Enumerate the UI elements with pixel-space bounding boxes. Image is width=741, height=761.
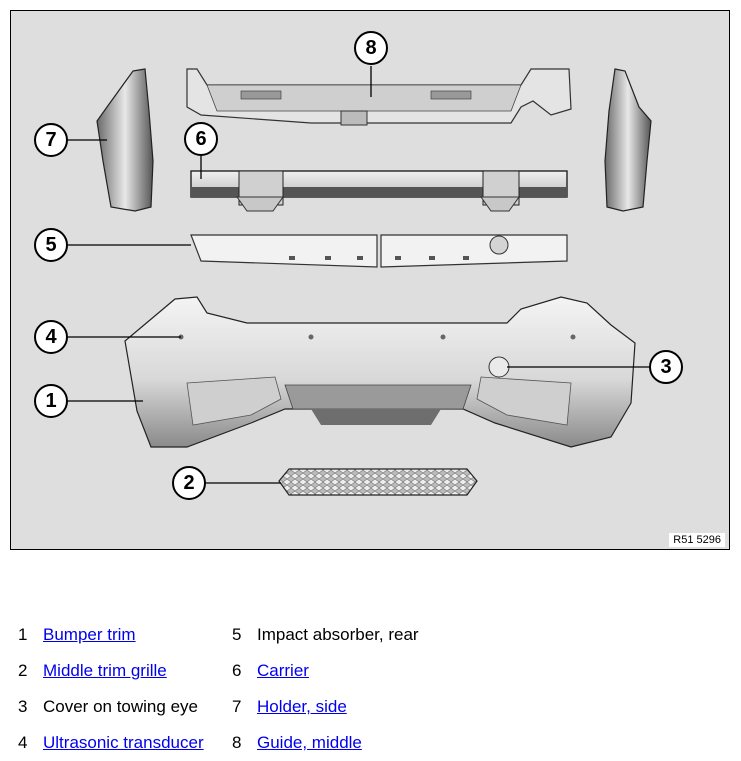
callout-3[interactable]: 3	[649, 350, 683, 384]
callout-4[interactable]: 4	[34, 320, 68, 354]
guide-middle-part	[186, 68, 572, 126]
legend-number: 5	[232, 625, 242, 644]
legend-number: 2	[18, 661, 28, 680]
callout-2[interactable]: 2	[172, 466, 206, 500]
legend-link-middle-trim-grille[interactable]: Middle trim grille	[43, 661, 167, 680]
callout-5[interactable]: 5	[34, 228, 68, 262]
figure-reference-code: R51 5296	[669, 533, 725, 547]
legend-link-guide-middle[interactable]: Guide, middle	[257, 733, 362, 752]
legend-item: 1 Bumper trim	[18, 624, 136, 646]
legend-item: 5 Impact absorber, rear	[232, 624, 419, 646]
carrier-part	[190, 170, 568, 212]
leader-lines	[66, 66, 651, 484]
legend-link-ultrasonic-transducer[interactable]: Ultrasonic transducer	[43, 733, 204, 752]
legend-number: 7	[232, 697, 242, 716]
holder-side-right-part	[604, 68, 652, 212]
callout-7[interactable]: 7	[34, 123, 68, 157]
legend-number: 8	[232, 733, 242, 752]
legend-link-holder-side[interactable]: Holder, side	[257, 697, 347, 716]
legend-number: 3	[18, 697, 28, 716]
legend-item: 4 Ultrasonic transducer	[18, 732, 204, 754]
impact-absorber-part	[190, 234, 568, 268]
legend-number: 6	[232, 661, 242, 680]
callout-1[interactable]: 1	[34, 384, 68, 418]
legend-label-cover-towing-eye: Cover on towing eye	[43, 697, 198, 716]
bumper-trim-part	[124, 296, 636, 448]
holder-side-left-part	[96, 68, 154, 212]
legend-item: 8 Guide, middle	[232, 732, 362, 754]
legend-item: 7 Holder, side	[232, 696, 347, 718]
legend-number: 1	[18, 625, 28, 644]
diagram-artwork	[66, 66, 652, 496]
callout-6[interactable]: 6	[184, 122, 218, 156]
legend-item: 6 Carrier	[232, 660, 309, 682]
legend-item: 3 Cover on towing eye	[18, 696, 198, 718]
legend-item: 2 Middle trim grille	[18, 660, 167, 682]
legend-number: 4	[18, 733, 28, 752]
legend-label-impact-absorber: Impact absorber, rear	[257, 625, 419, 644]
callout-8[interactable]: 8	[354, 31, 388, 65]
legend-link-bumper-trim[interactable]: Bumper trim	[43, 625, 136, 644]
legend-link-carrier[interactable]: Carrier	[257, 661, 309, 680]
middle-trim-grille-part	[278, 468, 478, 496]
parts-diagram: 1 2 3 4 5 6 7 8 R51 5296	[10, 10, 730, 550]
